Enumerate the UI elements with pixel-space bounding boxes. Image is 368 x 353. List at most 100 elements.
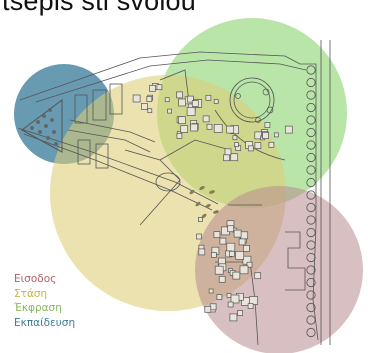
planting-square xyxy=(206,123,213,130)
planting-square xyxy=(226,293,232,298)
paving-dot xyxy=(50,118,54,122)
legend-item-expression: Έκφραση xyxy=(14,302,62,314)
planting-square xyxy=(223,154,230,162)
edge-circle xyxy=(306,315,316,325)
stone xyxy=(201,213,207,219)
diagonal-edge xyxy=(17,127,219,205)
edge-circle xyxy=(306,202,316,213)
edge-circle xyxy=(306,190,316,200)
planting-square xyxy=(213,231,221,238)
edge-circle xyxy=(306,152,316,163)
legend: Εισοδος Στάση Έκφραση Εκπαίδευση xyxy=(14,272,75,330)
planting-square xyxy=(176,91,183,99)
planting-square xyxy=(232,135,238,141)
planting-square xyxy=(237,310,243,316)
round-garden xyxy=(229,77,275,123)
pond xyxy=(155,172,181,192)
planting-square xyxy=(273,132,279,138)
stone xyxy=(209,190,215,194)
legend-item-rest: Στάση xyxy=(14,287,48,300)
planting-square xyxy=(196,233,202,240)
edge-circle xyxy=(306,115,316,125)
edge-circle xyxy=(306,165,316,175)
planting-square xyxy=(211,252,217,258)
planting-square xyxy=(226,242,236,252)
edge-circle xyxy=(306,65,316,75)
paving-dot xyxy=(36,120,40,124)
planting-square xyxy=(218,275,226,283)
edge-circle xyxy=(306,265,316,275)
planting-square xyxy=(204,305,212,313)
stepping-stones xyxy=(189,185,219,219)
plan-linework xyxy=(17,40,331,346)
paving-dot xyxy=(42,114,46,118)
planting-square xyxy=(227,225,234,233)
bench xyxy=(109,83,123,115)
planting-square xyxy=(229,250,235,257)
planting-square xyxy=(164,97,170,103)
site-boundary xyxy=(19,51,319,341)
triangle-corner xyxy=(21,99,63,153)
planting-square xyxy=(230,294,240,304)
edge-circle-column xyxy=(306,65,316,338)
planting-square xyxy=(235,251,245,260)
planting-square xyxy=(147,108,153,114)
planting-square xyxy=(180,125,189,133)
stone xyxy=(195,201,201,207)
planting-square xyxy=(213,124,223,133)
edge-circle xyxy=(306,215,316,225)
planting-square xyxy=(247,145,254,152)
shrub xyxy=(266,106,274,114)
shrub xyxy=(262,88,270,96)
planting-square xyxy=(239,265,249,275)
edge-circle xyxy=(306,252,316,263)
planting-square xyxy=(230,153,239,162)
planting-square xyxy=(167,108,172,114)
planting-square xyxy=(190,123,198,132)
edge-circle xyxy=(306,327,316,338)
planting-square xyxy=(202,115,210,123)
planting-square xyxy=(247,303,254,309)
paving-dot xyxy=(52,130,56,134)
planting-square xyxy=(227,301,234,308)
planting-square xyxy=(246,261,253,268)
planting-square xyxy=(149,84,156,92)
planting-square xyxy=(219,237,227,245)
planting-square xyxy=(156,84,163,91)
edge-circle xyxy=(306,90,316,100)
entrance-path xyxy=(215,204,262,346)
paving-dot xyxy=(44,124,48,128)
shrub-circles xyxy=(235,88,274,123)
planting-square xyxy=(214,265,224,275)
planting-square xyxy=(262,132,269,139)
planting-square xyxy=(229,313,238,322)
stone xyxy=(205,203,211,209)
planting-square xyxy=(178,98,186,107)
edge-circle xyxy=(306,277,316,288)
planting-square xyxy=(213,99,219,104)
planting-square xyxy=(284,125,293,134)
planting-square xyxy=(198,248,206,256)
bench xyxy=(95,143,109,169)
central-path xyxy=(124,139,231,226)
planting-square xyxy=(191,100,199,107)
stone xyxy=(189,189,195,195)
edge-circle xyxy=(306,302,316,313)
paving-dot xyxy=(30,126,34,130)
inner-boundary xyxy=(35,59,307,103)
stone xyxy=(213,210,219,214)
legend-item-entrance: Εισοδος xyxy=(14,273,57,285)
planting-square xyxy=(141,103,148,110)
paving-dot xyxy=(48,108,52,112)
edge-circle xyxy=(306,227,316,238)
bench xyxy=(77,139,91,165)
paving-dot xyxy=(38,130,42,134)
stone xyxy=(199,185,205,191)
planting-square xyxy=(176,133,183,139)
planting-square xyxy=(264,122,271,128)
edge-circle xyxy=(306,127,316,138)
planting-square xyxy=(198,217,203,222)
shrub xyxy=(235,93,241,99)
